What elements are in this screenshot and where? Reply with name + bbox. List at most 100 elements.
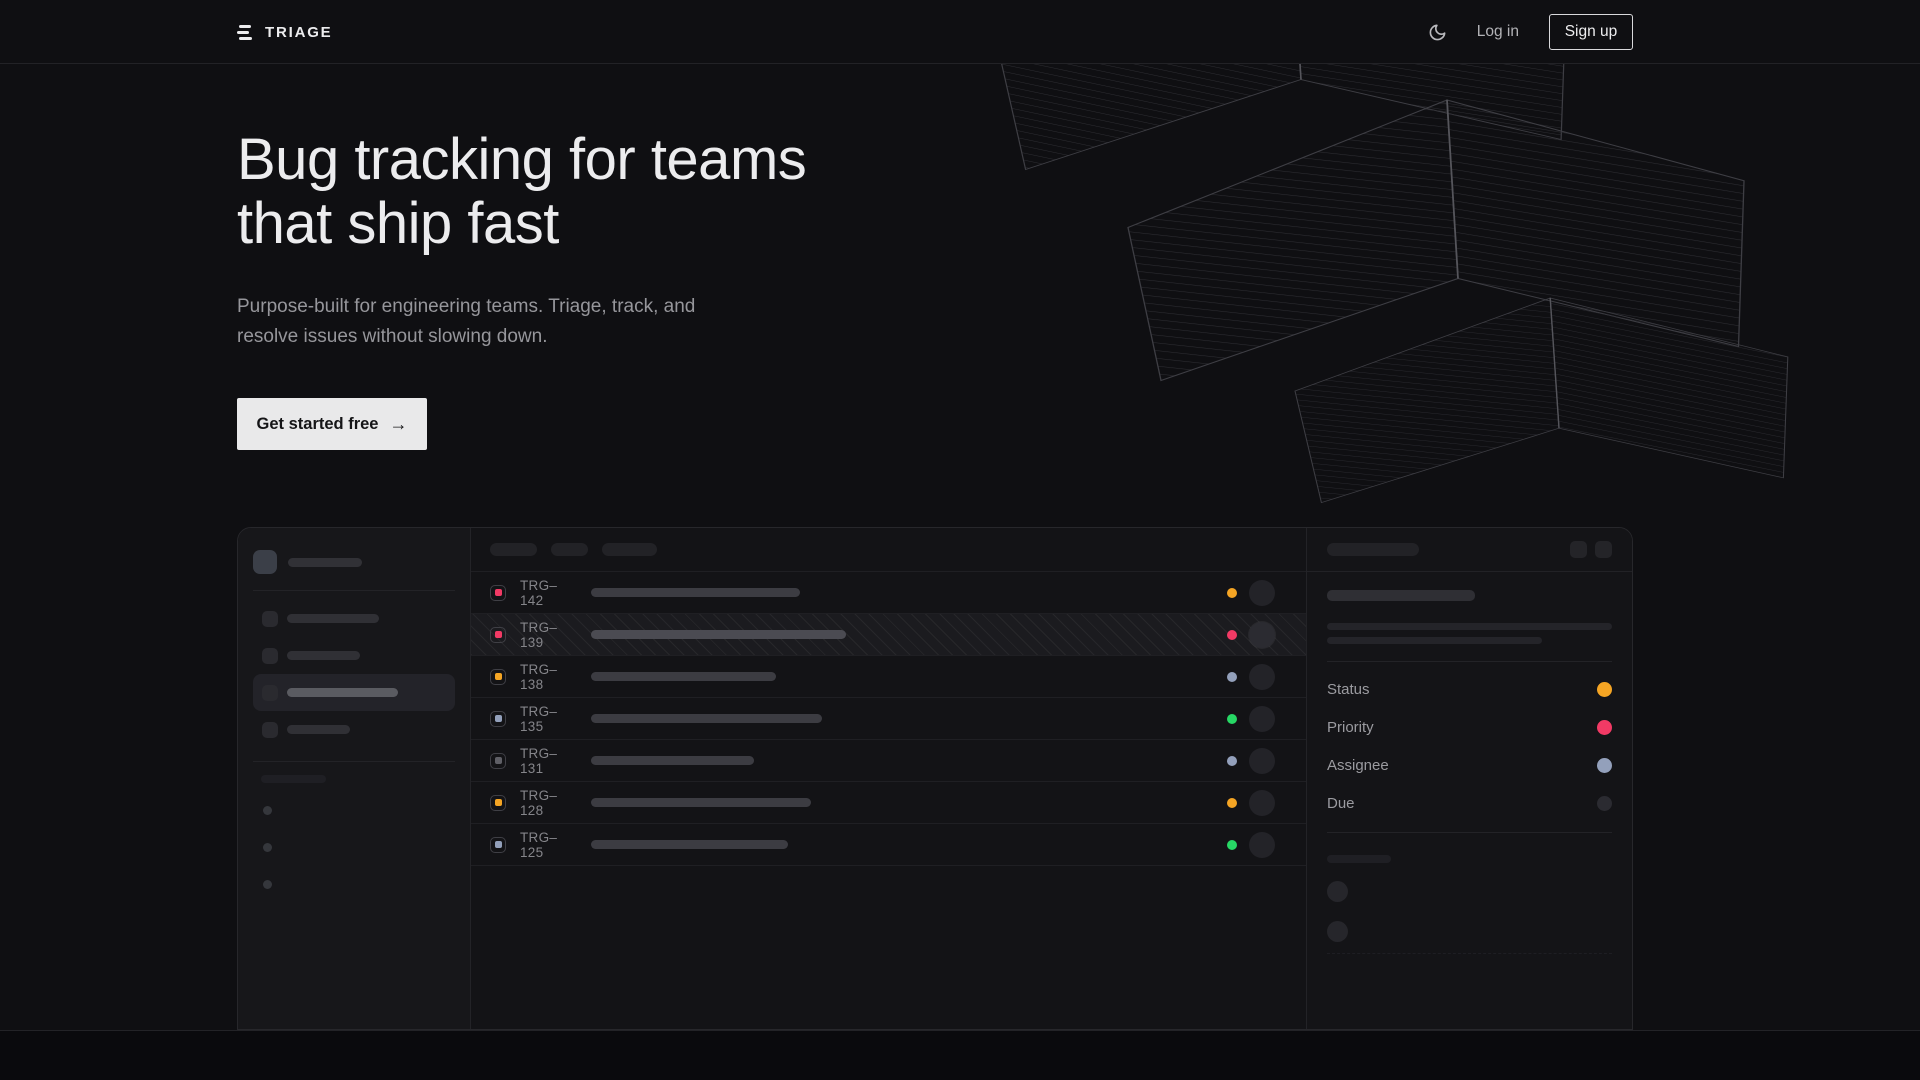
assignee-avatar [1249, 663, 1275, 690]
sidebar-item [253, 637, 455, 674]
detail-header-skeleton [1327, 543, 1419, 556]
footer [0, 1030, 1920, 1080]
issue-type-icon [490, 626, 506, 643]
assignee-avatar [1249, 579, 1275, 606]
get-started-button[interactable]: Get started free → [237, 398, 427, 450]
detail-divider [1327, 832, 1612, 833]
sidebar-item-skeleton [287, 725, 350, 734]
sidebar-item-skeleton [287, 614, 379, 623]
issue-id: TRG–142 [520, 577, 558, 608]
arrow-right-icon: → [389, 413, 408, 434]
detail-properties: Status Priority Assignee Due [1327, 670, 1612, 822]
filter-tab-skeleton [490, 543, 537, 556]
hero-heading: Bug tracking for teams that ship fast [237, 127, 807, 256]
workspace-row [253, 550, 455, 574]
sidebar-item [253, 600, 455, 637]
mockup-detail-panel: Status Priority Assignee Due [1306, 528, 1632, 1029]
signup-button[interactable]: Sign up [1549, 14, 1633, 50]
detail-title-skeleton [1327, 590, 1475, 601]
property-label: Due [1327, 794, 1355, 812]
status-dot [1227, 797, 1237, 808]
detail-action-icon [1595, 541, 1612, 558]
status-dot [1227, 713, 1237, 724]
brand-logo[interactable]: TRIAGE [237, 24, 332, 41]
issue-rows: TRG–142 TRG–139 TRG–138 TRG–135 TRG–131 [471, 572, 1306, 866]
issue-id: TRG–138 [520, 661, 558, 692]
status-dot [1227, 755, 1237, 766]
get-started-label: Get started free [256, 414, 379, 433]
sidebar-section-skeleton [261, 775, 326, 783]
issue-row: TRG–125 [471, 824, 1306, 866]
assignee-avatar [1249, 747, 1275, 774]
detail-property-row: Status [1327, 670, 1612, 708]
issue-title-skeleton [591, 798, 811, 807]
hero-subtext-line2: resolve issues without slowing down. [237, 326, 548, 347]
issue-type-icon [490, 836, 506, 853]
detail-description-skeleton [1327, 623, 1612, 630]
status-dot [1227, 587, 1237, 598]
sidebar-item-icon [262, 721, 278, 738]
detail-dashed-divider [1327, 953, 1612, 954]
issue-title-skeleton [591, 840, 788, 849]
moon-icon [1429, 24, 1446, 40]
sidebar-item-icon [262, 647, 278, 664]
sidebar-divider [253, 590, 455, 591]
filter-tab-skeleton [602, 543, 657, 556]
property-value-dot [1597, 681, 1612, 697]
issue-type-icon [490, 668, 506, 685]
sheet-2 [1127, 99, 1745, 382]
sidebar-divider [253, 761, 455, 762]
detail-header [1307, 528, 1632, 572]
issue-row: TRG–139 [471, 614, 1306, 656]
detail-section-skeleton [1327, 855, 1391, 863]
property-value-dot [1597, 719, 1612, 735]
assignee-avatar [1249, 789, 1275, 816]
sidebar-dot [263, 880, 272, 889]
issue-type-icon [490, 710, 506, 727]
issue-row: TRG–135 [471, 698, 1306, 740]
workspace-name-skeleton [288, 557, 362, 567]
issue-id: TRG–131 [520, 745, 558, 776]
issue-row: TRG–142 [471, 572, 1306, 614]
sidebar-item-icon [262, 684, 278, 701]
app-mockup: TRG–142 TRG–139 TRG–138 TRG–135 TRG–131 [237, 527, 1633, 1030]
hero-heading-line1: Bug tracking for teams [237, 127, 807, 192]
status-dot [1227, 629, 1237, 640]
issue-title-skeleton [591, 672, 776, 681]
detail-property-row: Due [1327, 784, 1612, 822]
issue-type-icon [490, 752, 506, 769]
status-dot [1227, 839, 1237, 850]
detail-action-icon [1570, 541, 1587, 558]
issue-list-header [471, 528, 1306, 572]
issue-row: TRG–131 [471, 740, 1306, 782]
detail-property-row: Priority [1327, 708, 1612, 746]
detail-property-row: Assignee [1327, 746, 1612, 784]
issue-row: TRG–128 [471, 782, 1306, 824]
login-link[interactable]: Log in [1476, 23, 1519, 40]
hero-subtext-line1: Purpose-built for engineering teams. Tri… [237, 296, 696, 317]
sidebar-item-skeleton [287, 688, 398, 697]
issue-title-skeleton [591, 756, 754, 765]
sidebar-item-active [253, 674, 455, 711]
sidebar-dot [263, 806, 272, 815]
mockup-issue-list: TRG–142 TRG–139 TRG–138 TRG–135 TRG–131 [471, 528, 1306, 1029]
hero-heading-line2: that ship fast [237, 191, 559, 256]
issue-title-skeleton [591, 714, 822, 723]
issue-type-icon [490, 794, 506, 811]
activity-avatar-skeleton [1327, 881, 1348, 902]
sidebar-item-icon [262, 610, 278, 627]
sidebar-item [253, 711, 455, 748]
issue-title-skeleton [591, 588, 800, 597]
brand-name: TRIAGE [265, 23, 333, 41]
issue-id: TRG–135 [520, 703, 558, 734]
mockup-sidebar [238, 528, 471, 1029]
issue-type-icon [490, 584, 506, 601]
property-value-dot [1597, 757, 1612, 773]
filter-tab-skeleton [551, 543, 588, 556]
theme-toggle-button[interactable] [1428, 23, 1447, 42]
issue-title-skeleton [591, 630, 846, 639]
issue-id: TRG–128 [520, 787, 558, 818]
assignee-avatar [1249, 621, 1275, 648]
property-label: Assignee [1327, 756, 1389, 774]
